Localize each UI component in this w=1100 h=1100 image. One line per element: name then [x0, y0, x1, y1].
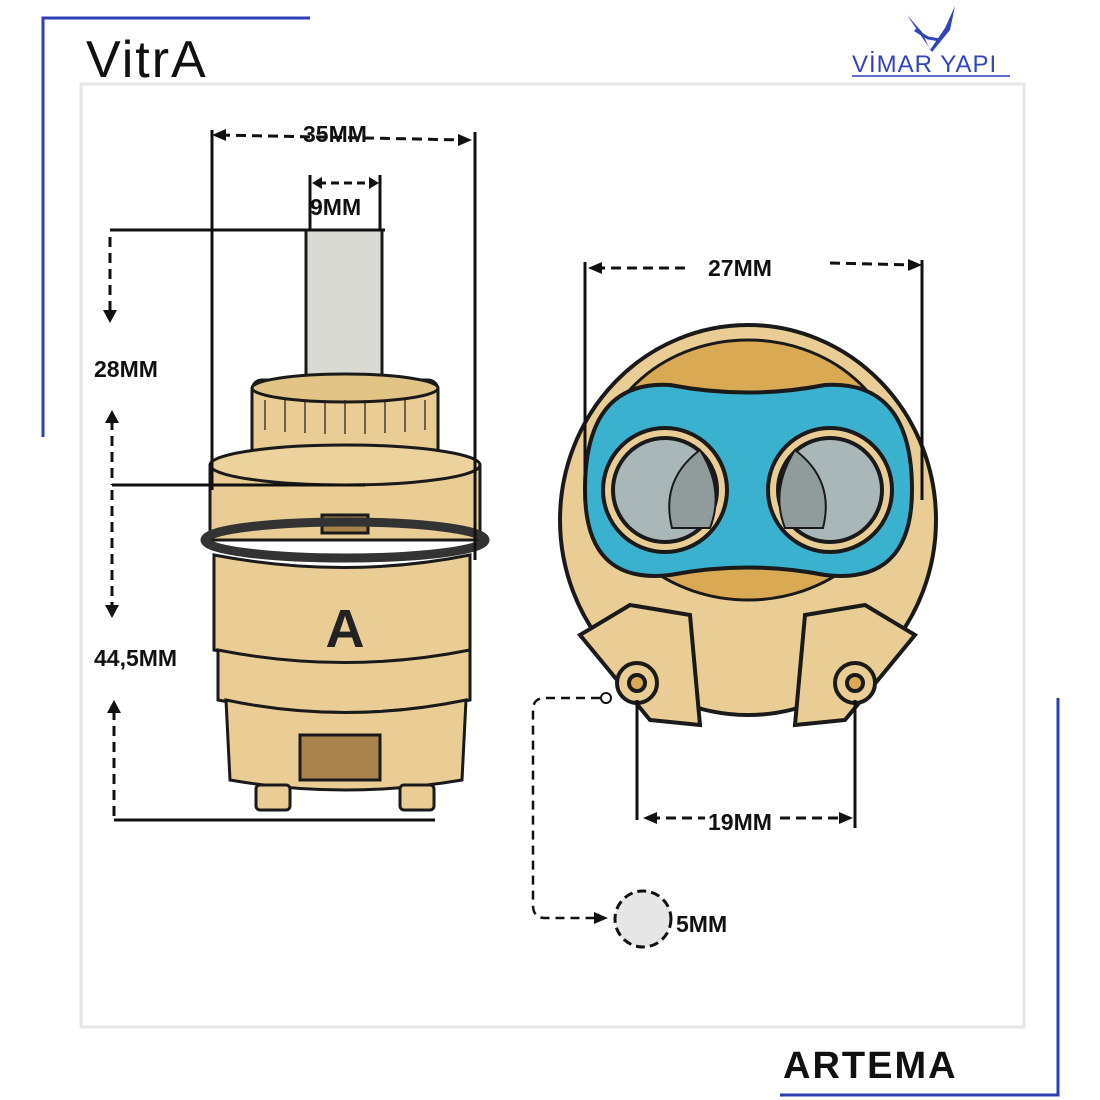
vitra-logo: VitrA [86, 31, 208, 89]
bottom-dimensions [531, 260, 924, 949]
width-label: 35MM [303, 121, 367, 147]
cartridge-bottom-view [558, 323, 938, 728]
pin-diameter-label: 5MM [676, 911, 727, 937]
vimar-logo-mark [907, 6, 955, 52]
stem [304, 228, 384, 402]
diameter-label: 27MM [708, 255, 772, 281]
pin-spacing-label: 19MM [708, 809, 772, 835]
stem-width-label: 9MM [310, 194, 361, 220]
content-border [79, 82, 1026, 1029]
cartridge-side-view [200, 228, 490, 812]
decorative-frame [41, 16, 1060, 1097]
o-ring [200, 517, 490, 563]
body-height-label: 44,5MM [94, 645, 177, 671]
side-dimensions [108, 130, 477, 822]
pin-size-circle [613, 889, 673, 949]
vimar-logo: VİMAR YAPI [852, 51, 997, 78]
stem-height-label: 28MM [94, 356, 158, 382]
artema-logo: ARTEMA [783, 1045, 958, 1087]
body-letter: A [326, 599, 365, 659]
